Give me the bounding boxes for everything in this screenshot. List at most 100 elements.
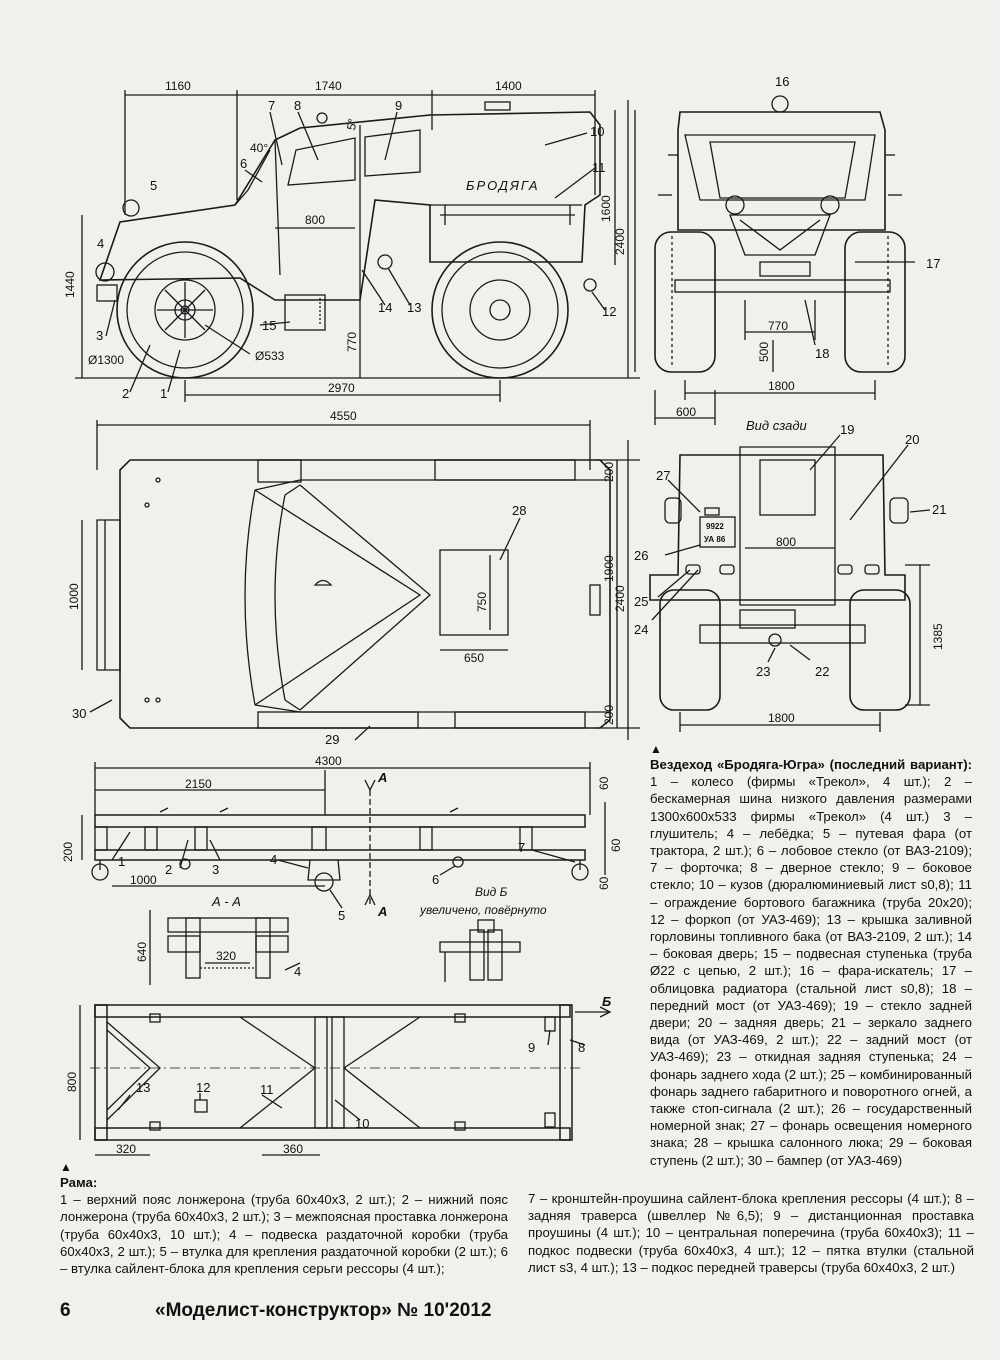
callout-side-2: 2 — [122, 386, 129, 401]
dim-top-step-top: 200 — [602, 462, 616, 482]
frame-caption-title: Рама: — [60, 1175, 98, 1190]
dim-rear-track: 1800 — [768, 711, 795, 725]
callout-rear-25: 25 — [634, 594, 648, 609]
callout-frame-7: 7 — [518, 840, 525, 855]
dim-frame-front: 1000 — [130, 873, 157, 887]
dim-frametop-b: 360 — [283, 1142, 303, 1156]
vehicle-caption: ▲ Вездеход «Бродяга-Югра» (последний вар… — [650, 742, 972, 1169]
dim-front-wheel: 600 — [676, 405, 696, 419]
vehicle-caption-title: Вездеход «Бродяга-Югра» (последний вариа… — [650, 757, 972, 772]
callout-rear-27: 27 — [656, 468, 670, 483]
callout-side-5: 5 — [150, 178, 157, 193]
dim-frametop-width: 800 — [65, 1072, 79, 1092]
magazine-title: «Моделист-конструктор» № 10'2012 — [155, 1300, 492, 1321]
drawing-labels: 1160 1740 1400 40° 5° 1440 1600 2400 800… — [61, 74, 946, 1156]
dim-side-clearance: 770 — [345, 332, 359, 352]
dim-side-tilt: 5° — [344, 117, 360, 131]
dim-top-hatch-width: 650 — [464, 651, 484, 665]
dim-side-height-total: 1440 — [63, 271, 77, 298]
dim-frame-t2: 60 — [609, 838, 623, 852]
callout-side-12: 12 — [602, 304, 616, 319]
dim-side-height-body: 1600 — [599, 195, 613, 222]
callout-side-1: 1 — [160, 386, 167, 401]
callout-side-15: 15 — [262, 318, 276, 333]
callout-side-14: 14 — [378, 300, 392, 315]
callout-side-7: 7 — [268, 98, 275, 113]
dim-top-overall: 2400 — [613, 585, 627, 612]
callout-rear-23: 23 — [756, 664, 770, 679]
view-b-title: Вид Б — [475, 885, 508, 899]
section-aa — [149, 910, 301, 985]
callout-rear-24: 24 — [634, 622, 648, 637]
callout-frametop-13: 13 — [136, 1080, 150, 1095]
callout-frametop-12: 12 — [196, 1080, 210, 1095]
callout-top-28: 28 — [512, 503, 526, 518]
dim-top-hatch-length: 750 — [475, 592, 489, 612]
rear-view-title: Вид сзади — [746, 418, 807, 433]
callout-side-9: 9 — [395, 98, 402, 113]
dim-frame-t3: 60 — [597, 876, 611, 890]
callout-side-4: 4 — [97, 236, 104, 251]
frame-caption-body-1: 1 – верхний пояс лонжерона (труба 60х40х… — [60, 1192, 508, 1277]
callout-rear-21: 21 — [932, 502, 946, 517]
frame-section-bottom: А — [377, 904, 387, 919]
dim-side-front: 1160 — [165, 79, 191, 93]
dim-side-rear: 1400 — [495, 79, 522, 93]
dim-top-body: 1900 — [602, 555, 616, 582]
dim-side-wheelbase: 2970 — [328, 381, 355, 395]
callout-side-13: 13 — [407, 300, 421, 315]
view-b — [439, 919, 521, 982]
callout-rear-26: 26 — [634, 548, 648, 563]
dim-section-height: 640 — [135, 942, 149, 962]
rear-view — [649, 434, 931, 732]
callout-rear-20: 20 — [905, 432, 919, 447]
callout-frametop-10: 10 — [355, 1116, 369, 1131]
callout-frametop-11: 11 — [260, 1082, 274, 1097]
dim-top-length: 4550 — [330, 409, 357, 423]
callout-frame-1: 1 — [118, 854, 125, 869]
dim-side-door: 800 — [305, 213, 325, 227]
caption-triangle: ▲ — [60, 1160, 72, 1174]
dim-top-step-bottom: 200 — [602, 705, 616, 725]
callout-rear-22: 22 — [815, 664, 829, 679]
frame-section-top: А — [377, 770, 387, 785]
vehicle-caption-body: 1 – колесо (фирмы «Трекол», 4 шт.); 2 – … — [650, 774, 972, 1168]
callout-rear-19: 19 — [840, 422, 854, 437]
callout-front-16: 16 — [775, 74, 789, 89]
callout-top-30: 30 — [72, 706, 86, 721]
frame-top-view — [79, 1004, 612, 1156]
dim-frametop-a: 320 — [116, 1142, 136, 1156]
callout-front-17: 17 — [926, 256, 940, 271]
top-view — [81, 420, 640, 741]
callout-frametop-8: 8 — [578, 1040, 585, 1055]
side-view — [75, 90, 640, 402]
callout-side-10: 10 — [590, 124, 604, 139]
callout-frame-4: 4 — [270, 852, 277, 867]
dim-frame-t1: 60 — [597, 776, 611, 790]
dim-front-track: 1800 — [768, 379, 795, 393]
dim-section-width: 320 — [216, 949, 236, 963]
caption-triangle: ▲ — [650, 742, 662, 756]
callout-top-29: 29 — [325, 732, 339, 747]
callout-frame-5: 5 — [338, 908, 345, 923]
callout-side-3: 3 — [96, 328, 103, 343]
dim-side-angle: 40° — [250, 141, 268, 155]
callout-frame-2: 2 — [165, 862, 172, 877]
rear-plate-top: 9922 — [706, 522, 724, 531]
vehicle-side-label: БРОДЯГА — [466, 178, 540, 193]
frame-side-view — [81, 762, 606, 909]
dim-side-mid: 1740 — [315, 79, 342, 93]
section-aa-title: А - А — [211, 894, 241, 909]
dim-frame-height: 200 — [61, 842, 75, 862]
frame-caption-body-2: 7 – кронштейн-проушина сайлент-блока кре… — [528, 1191, 974, 1275]
frame-caption-col2: 7 – кронштейн-проушина сайлент-блока кре… — [528, 1190, 974, 1276]
callout-frame-6: 6 — [432, 872, 439, 887]
dim-side-rim: Ø533 — [255, 349, 285, 363]
callout-section-4: 4 — [294, 964, 301, 979]
dim-front-axle: 770 — [768, 319, 788, 333]
callout-side-6: 6 — [240, 156, 247, 171]
rear-plate-bottom: УА 86 — [704, 535, 726, 544]
callout-frame-3: 3 — [212, 862, 219, 877]
